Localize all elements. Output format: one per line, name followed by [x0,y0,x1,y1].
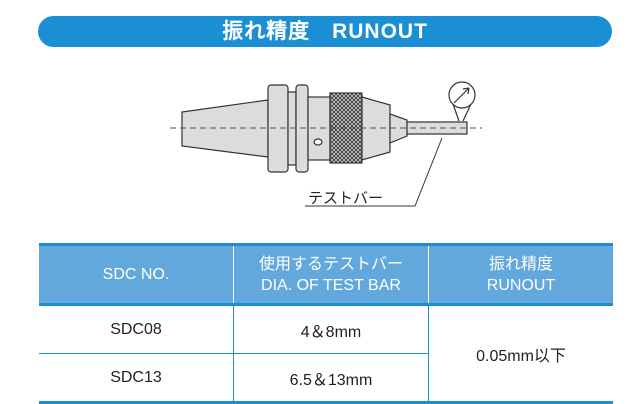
header-text-jp: 使用するテストバー [258,255,403,273]
header-text-en: RUNOUT [486,276,556,294]
model-cell: SDC13 [39,353,234,404]
chuck-runout-diagram [170,81,482,207]
header-sdc-no: SDC NO. [39,243,234,306]
table-header-row: SDC NO. 使用するテストバー DIA. OF TEST BAR 振れ精度 RU… [39,243,613,306]
header-text-jp: 振れ精度 [488,255,553,273]
header-text-en: DIA. OF TEST BAR [261,276,401,294]
table-row: SDC13 6.5＆13mm [39,353,613,404]
dia-cell: 6.5＆13mm [233,353,429,404]
dial-gauge-icon [448,81,476,122]
header-text: SDC NO. [102,266,170,283]
header-runout: 振れ精度 RUNOUT [428,243,613,306]
runout-table: SDC NO. 使用するテストバー DIA. OF TEST BAR 振れ精度 RU… [39,243,613,404]
table-row: SDC08 4＆8mm 0.05mm以下 [39,304,613,404]
test-bar-label: テストバー [308,190,384,207]
dia-cell: 4＆8mm [233,304,429,354]
title-banner: 振れ精度 RUNOUT [38,16,612,47]
runout-cell: 0.05mm以下 [428,304,613,404]
model-cell: SDC08 [39,304,234,354]
header-test-bar: 使用するテストバー DIA. OF TEST BAR [233,243,429,306]
